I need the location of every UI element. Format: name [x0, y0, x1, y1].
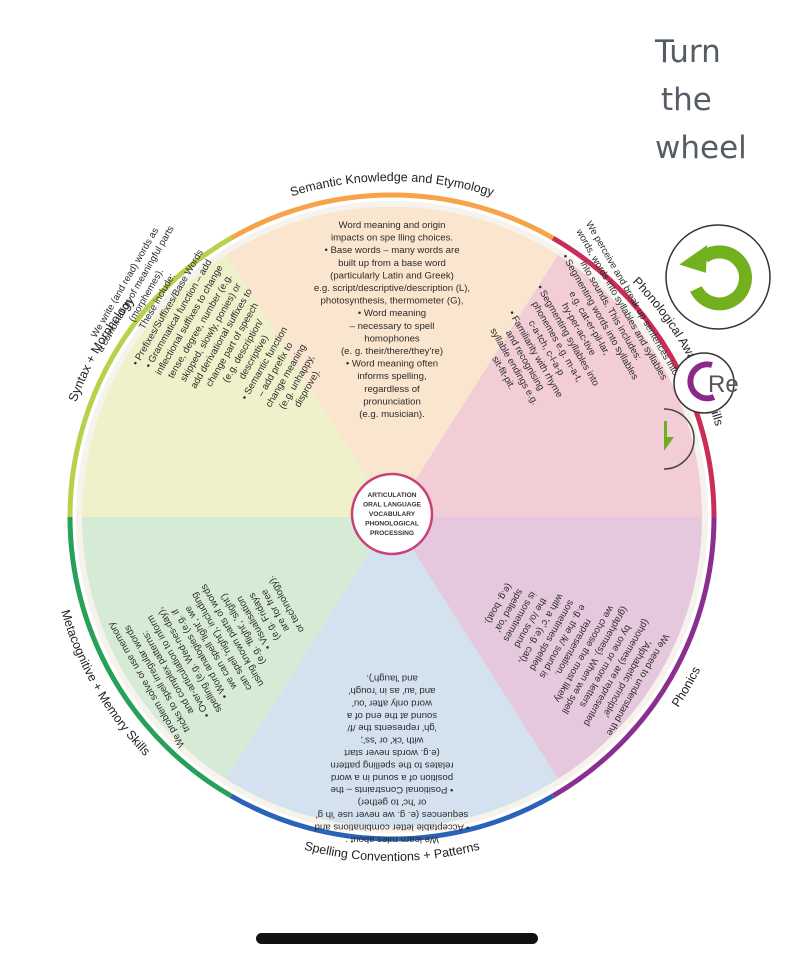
outer-ring — [67, 192, 717, 842]
segment-line: We learn rules about : — [345, 834, 439, 845]
segment-line: (e.g. words never start — [344, 747, 440, 758]
segment-line: photosynthesis, thermometer (G), — [321, 296, 464, 307]
center-label: VOCABULARY — [369, 511, 416, 518]
segment-line: • Positional Constraints – the — [331, 784, 454, 795]
segment-line: • Word meaning — [358, 308, 426, 319]
segment-line: regardless of — [364, 384, 420, 395]
petal-semantic — [226, 206, 558, 517]
center-label: PHONOLOGICAL — [365, 521, 419, 528]
segment-text-semantic: Word meaning and origin impacts on spe ll… — [314, 220, 470, 420]
segment-line: word only after 'ou' — [352, 697, 433, 708]
petal-phonological — [392, 255, 703, 517]
segment-line: 'gh' represents the /f/ — [347, 722, 436, 733]
segment-line: position of a sound in a word — [331, 772, 453, 783]
petal-metacognitive — [81, 517, 392, 779]
segment-line: or 'hc' to gether) — [358, 797, 427, 808]
instruction-line-1: Turn — [655, 34, 721, 70]
segment-line: • Word meaning often — [346, 359, 438, 370]
rotate-icon — [679, 245, 752, 311]
segment-line: • Base words – many words are — [324, 245, 459, 256]
center-label: ARTICULATION — [368, 492, 417, 499]
home-indicator[interactable] — [256, 933, 538, 944]
segment-line: and 'au' as in 'rough' — [348, 685, 435, 696]
segment-line: impacts on spe lling choices. — [331, 233, 453, 244]
center-circle — [350, 472, 434, 556]
ring-arc-spelling — [229, 793, 555, 842]
instruction-line-2: the — [661, 82, 712, 118]
arrow-down-icon — [664, 421, 674, 451]
instruction-line-3: wheel — [655, 130, 747, 166]
petal-spelling — [226, 517, 558, 828]
petal-syntax — [81, 255, 392, 517]
segment-line: informs spelling, — [357, 371, 426, 382]
segment-line: built up from a base word — [338, 258, 446, 269]
segment-line: e.g. script/descriptive/description (L), — [314, 283, 470, 294]
controls-overlay: Re — [664, 224, 771, 470]
instruction-text: Turn the wheel — [655, 28, 785, 172]
segment-line: • Acceptable letter combinations and — [315, 821, 470, 832]
segment-text-spelling: We learn rules about : • Acceptable lette… — [315, 673, 470, 845]
reset-label: Re — [708, 371, 739, 398]
segment-line: (particularly Latin and Greek) — [330, 270, 454, 281]
ring-arc-phonological — [551, 235, 717, 518]
rotate-button[interactable] — [665, 224, 771, 330]
segment-line: (e.g. musician). — [359, 409, 425, 420]
center-label: ORAL LANGUAGE — [363, 502, 422, 509]
center-label: PROCESSING — [370, 530, 414, 537]
segment-line: with 'ck' or 'ss'; — [361, 735, 425, 746]
segment-line: sequences (e. g. we never use 'ih g' — [316, 809, 469, 820]
ring-arc-semantic — [229, 192, 555, 241]
reset-icon — [687, 361, 716, 402]
ring-arc-metacognitive — [67, 516, 233, 799]
segment-line: Word meaning and origin — [338, 220, 445, 231]
segment-text-syntax: We write (and read) words asa combinatio… — [89, 224, 323, 411]
segment-line: pronunciation — [363, 396, 421, 407]
segment-line: relates to the spelling pattern — [330, 759, 453, 770]
down-button[interactable] — [664, 408, 695, 470]
segment-line: and 'laugh'). — [366, 673, 418, 684]
segment-line: (e. g. their/there/they're) — [341, 346, 443, 357]
ring-arc-syntax — [67, 235, 233, 518]
segment-line: sound at the end of a — [346, 710, 437, 721]
ring-arc-phonics — [551, 516, 717, 799]
segment-line: – necessary to spell — [350, 321, 435, 332]
reset-button[interactable]: Re — [673, 352, 739, 414]
segment-line: homophones — [364, 333, 420, 344]
petal-phonics — [392, 517, 703, 779]
